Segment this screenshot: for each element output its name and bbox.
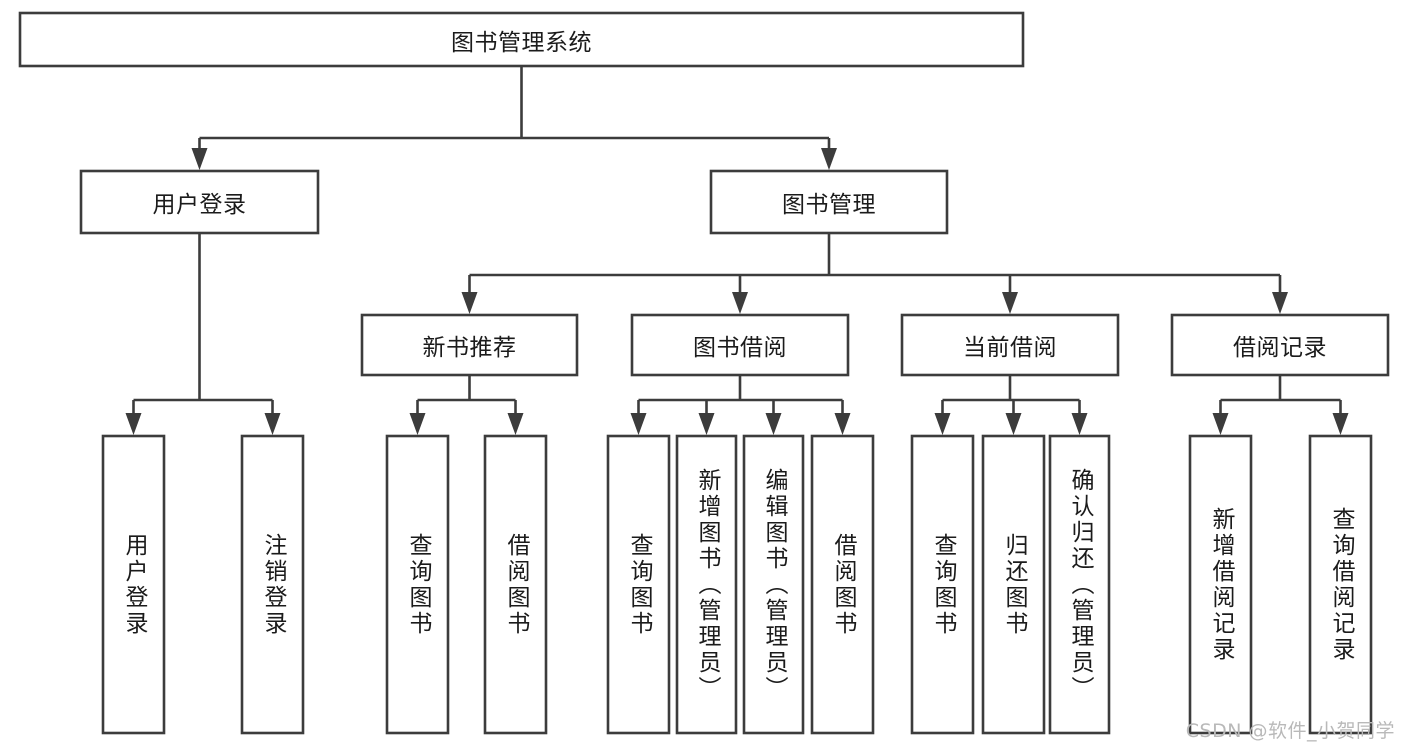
arrow-head-icon xyxy=(765,413,782,435)
leaf-node-box[interactable] xyxy=(101,434,166,735)
watermark-text: CSDN @软件_小贺同学 xyxy=(1185,720,1395,742)
edge-layer xyxy=(125,66,1349,435)
leaf-node-box[interactable] xyxy=(606,434,671,735)
arrow-head-icon xyxy=(191,148,208,170)
arrow-head-icon xyxy=(1005,413,1022,435)
leaf-node-box[interactable] xyxy=(910,434,975,735)
leaf-node-box[interactable] xyxy=(1308,434,1373,735)
level3-node-box[interactable] xyxy=(360,313,579,377)
arrow-head-icon xyxy=(461,292,478,314)
leaf-node-box[interactable] xyxy=(240,434,305,735)
arrow-head-icon xyxy=(698,413,715,435)
leaf-node-box[interactable] xyxy=(810,434,875,735)
leaf-node-box[interactable] xyxy=(1188,434,1253,735)
arrow-head-icon xyxy=(732,292,748,314)
arrow-head-icon xyxy=(934,413,951,435)
leaf-node-box[interactable] xyxy=(981,434,1046,735)
arrow-head-icon xyxy=(1071,413,1088,435)
level2-node-box[interactable] xyxy=(709,169,949,235)
level3-node-box[interactable] xyxy=(630,313,850,377)
leaf-node-box[interactable] xyxy=(1048,434,1111,735)
arrow-head-icon xyxy=(507,413,524,435)
arrow-head-icon xyxy=(1212,413,1229,435)
leaf-node-box[interactable] xyxy=(483,434,548,735)
arrow-head-icon xyxy=(1002,292,1018,314)
root-node-box[interactable] xyxy=(18,11,1025,68)
level2-node-box[interactable] xyxy=(79,169,320,235)
level3-node-box[interactable] xyxy=(1170,313,1390,377)
leaf-node-box[interactable] xyxy=(385,434,450,735)
arrow-head-icon xyxy=(125,413,142,435)
arrow-head-icon xyxy=(834,413,851,435)
leaf-node-box[interactable] xyxy=(675,434,738,735)
arrow-head-icon xyxy=(264,413,281,435)
arrow-head-icon xyxy=(630,413,647,435)
arrow-head-icon xyxy=(821,148,837,170)
leaf-node-box[interactable] xyxy=(742,434,805,735)
arrow-head-icon xyxy=(1272,292,1288,314)
arrow-head-icon xyxy=(1332,413,1349,435)
level3-node-box[interactable] xyxy=(900,313,1120,377)
arrow-head-icon xyxy=(409,413,426,435)
node-box-layer xyxy=(18,11,1390,735)
